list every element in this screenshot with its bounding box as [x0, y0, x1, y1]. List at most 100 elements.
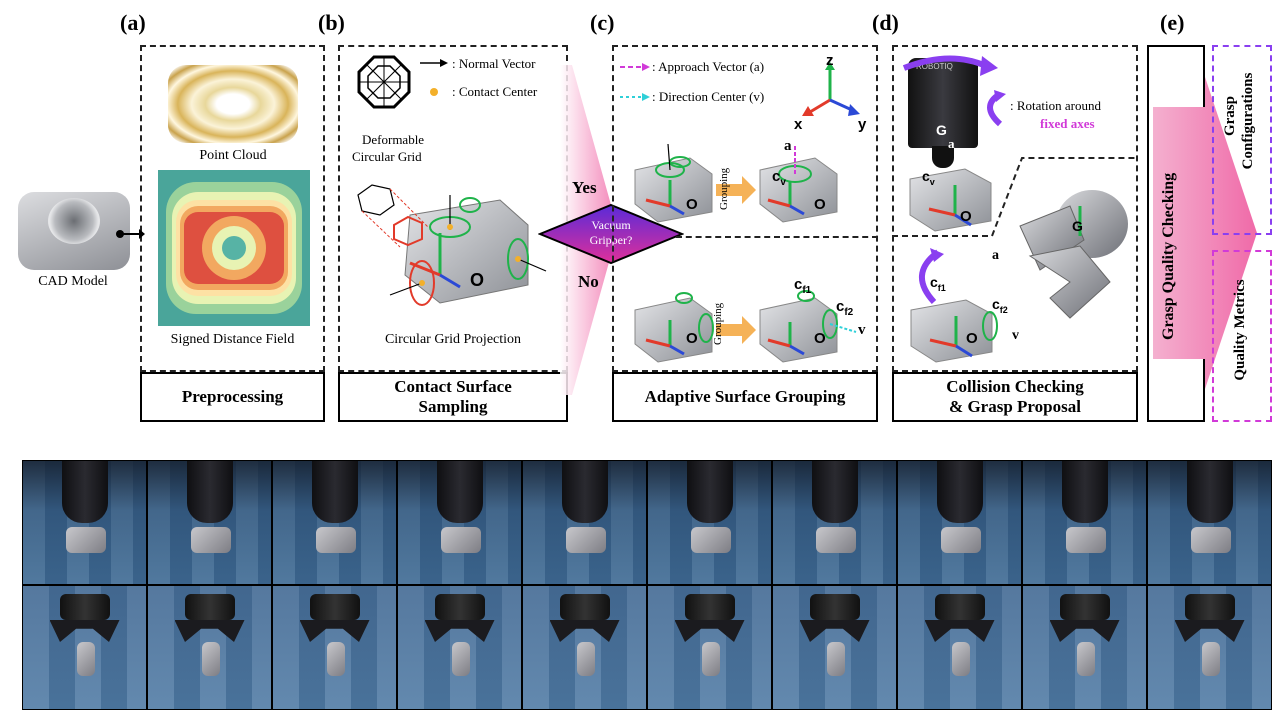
finger-sim-cell: [147, 585, 272, 710]
vacuum-gripper-shape: [61, 461, 108, 523]
panel-e-letter: (e): [1160, 10, 1185, 35]
sim-object: [951, 642, 970, 676]
decision-text-2: Gripper?: [589, 233, 633, 247]
finger-sim-cell: [897, 585, 1022, 710]
cf2-d-main: c: [992, 296, 1000, 312]
no-label: No: [578, 272, 599, 291]
origin-d-top: O: [960, 208, 972, 225]
point-cloud-image: [168, 65, 298, 143]
origin-c-top-2: O: [814, 196, 826, 213]
grasp-config-text-1: Grasp: [1222, 96, 1238, 137]
cf2-c-sub: f2: [844, 307, 854, 318]
quality-check-arrow: [1153, 77, 1257, 389]
cv-c-sub: v: [780, 177, 786, 188]
a-label-d-bot: a: [992, 248, 999, 263]
vacuum-gripper-body: [908, 58, 978, 148]
panel-d-letter: (d): [872, 10, 899, 35]
sdf-label: Signed Distance Field: [170, 332, 295, 347]
preprocessing-text: Preprocessing: [181, 387, 284, 406]
panel-c-letter: (c): [590, 10, 615, 35]
origin-c-bot-2: O: [814, 330, 826, 347]
deformable-grid-label-2: Circular Grid: [352, 149, 422, 164]
vacuum-gripper-shape: [186, 461, 233, 523]
cf2-label-d: cf2: [992, 296, 1008, 315]
direction-center-icon: [620, 93, 650, 101]
approach-vec-label-c: a: [784, 138, 792, 154]
finger-sim-cell: [22, 585, 147, 710]
octagon-grid-icon: [357, 55, 411, 109]
finger-sim-cell: [647, 585, 772, 710]
cf1-label-c: cf1: [794, 276, 811, 296]
cv-d-main: c: [922, 168, 930, 184]
vacuum-gripper-shape: [311, 461, 358, 523]
vacuum-gripper-shape: [936, 461, 983, 523]
sim-object: [815, 527, 856, 553]
sim-object: [1190, 527, 1231, 553]
sim-object: [826, 642, 845, 676]
sim-object: [701, 642, 720, 676]
finger-sim-cell: [1022, 585, 1147, 710]
origin-c-top-1: O: [686, 196, 698, 213]
simulation-grid: [22, 460, 1272, 710]
collision-checking-text-1: Collision Checking: [946, 377, 1084, 396]
contact-sampling-illustration: [357, 184, 547, 306]
quality-check-text: Grasp Quality Checking: [1160, 172, 1177, 340]
finger-sim-cell: [522, 585, 647, 710]
normal-vector-icon: [420, 59, 448, 67]
finger-sim-cell: [772, 585, 897, 710]
quality-metrics-text: Quality Metrics: [1232, 279, 1248, 381]
vacuum-grouping-illustration: [634, 143, 838, 223]
finger-gripper-shape: [1059, 594, 1110, 620]
vacuum-gripper-shape: [1061, 461, 1108, 523]
vacuum-sim-cell: [22, 460, 147, 585]
panel-b-origin: O: [470, 270, 485, 290]
cf2-d-sub: f2: [999, 304, 1008, 315]
vacuum-sim-cell: [272, 460, 397, 585]
contact-sampling-text-1: Contact Surface: [394, 377, 512, 396]
axes-icon: [802, 62, 860, 116]
collision-checking-label: Collision Checking & Grasp Proposal: [892, 372, 1138, 422]
vacuum-gripper-shape: [436, 461, 483, 523]
legend-normal-vector: : Normal Vector: [452, 56, 536, 71]
panel-c-frame: [612, 45, 878, 372]
v-label-d: v: [1012, 328, 1019, 343]
vacuum-gripper-shape: [686, 461, 733, 523]
panel-c-divider: [676, 236, 878, 238]
sim-object: [451, 642, 470, 676]
vacuum-gripper-shape: [561, 461, 608, 523]
v-vec-label-c: v: [858, 322, 866, 338]
panel-d-divider: [892, 157, 1138, 237]
cf2-label-c: cf2: [836, 298, 853, 318]
finger-sim-cell: [272, 585, 397, 710]
cf1-label-d: cf1: [930, 274, 946, 293]
legend-contact-center: : Contact Center: [452, 84, 538, 99]
grasp-config-text-2: Configurations: [1240, 72, 1256, 170]
cf1-c-sub: f1: [802, 285, 812, 296]
cf1-c-main: c: [794, 276, 803, 293]
finger-gripper-shape: [184, 594, 235, 620]
cad-model-label: CAD Model: [38, 274, 108, 289]
vacuum-gripper-diamond: [538, 203, 684, 265]
contact-sampling-label: Contact Surface Sampling: [338, 372, 568, 422]
finger-gripper-shape: [59, 594, 110, 620]
robotiq-brand: ROBOTIQ: [916, 62, 953, 71]
rotation-arrow-bottom: [918, 248, 944, 305]
finger-gripper-shape: [809, 594, 860, 620]
cv-label-c: cv: [772, 168, 786, 188]
origin-c-bot-1: O: [686, 330, 698, 347]
vacuum-sim-cell: [1147, 460, 1272, 585]
sim-object: [940, 527, 981, 553]
grasp-config-box: [1212, 45, 1272, 235]
vacuum-sim-cell: [897, 460, 1022, 585]
sim-object: [1201, 642, 1220, 676]
finger-object: [910, 299, 998, 363]
yes-label: Yes: [572, 178, 597, 197]
finger-gripper-shape: [1184, 594, 1235, 620]
finger-gripper-shape: [309, 594, 360, 620]
finger-sim-cell: [397, 585, 522, 710]
collision-checking-text-2: & Grasp Proposal: [949, 397, 1081, 416]
g-label-bottom: G: [1072, 218, 1083, 234]
finger-gripper-shape: [434, 594, 485, 620]
vacuum-gripper-shape: [811, 461, 858, 523]
vacuum-gripper-shape: [1186, 461, 1233, 523]
